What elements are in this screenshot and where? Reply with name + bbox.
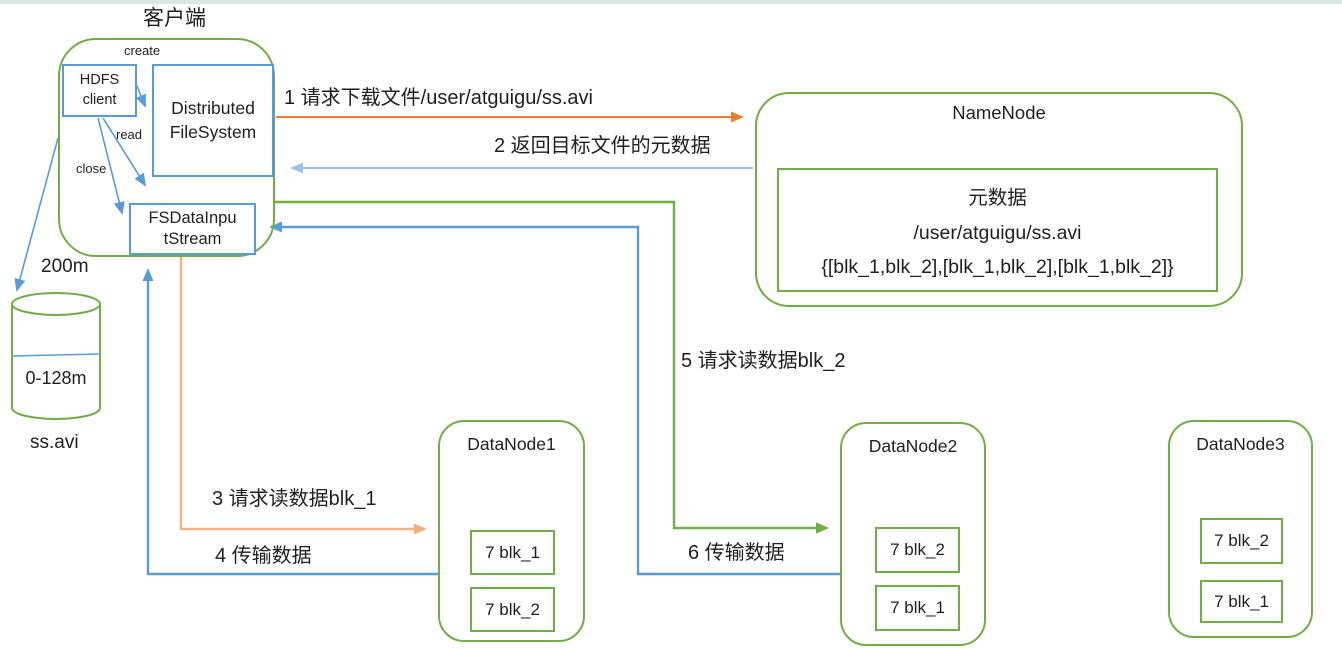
datanode1-title: DataNode1 [467, 434, 556, 454]
datanode1-block-2: 7 blk_2 [470, 587, 555, 632]
file-size-label: 200m [41, 256, 89, 277]
arrow-to-local-file [14, 137, 59, 292]
datanode2-title: DataNode2 [868, 436, 958, 456]
arrow-step5-read-blk2 [275, 200, 829, 534]
metadata-title: 元数据 [968, 187, 1027, 210]
metadata-file-path: /user/atguigu/ss.avi [913, 221, 1082, 244]
arrow-create [135, 85, 147, 108]
top-band [0, 0, 1342, 4]
fs-data-input-stream-box: FSDataInpu tStream [129, 203, 256, 255]
datanode1-container: DataNode1 [438, 420, 585, 642]
step3-label: 3 请求读数据blk_1 [212, 488, 377, 510]
datanode3-title: DataNode3 [1196, 434, 1285, 454]
step2-label: 2 返回目标文件的元数据 [494, 135, 711, 157]
distributed-filesystem-label: Distributed FileSystem [169, 97, 257, 142]
namenode-container: NameNode [755, 92, 1243, 307]
distributed-filesystem-box: Distributed FileSystem [152, 64, 274, 177]
step5-label: 5 请求读数据blk_2 [681, 350, 846, 372]
file-cylinder [11, 292, 101, 420]
read-label: read [116, 127, 143, 142]
datanode3-container: DataNode3 [1168, 420, 1313, 638]
file-name-label: ss.avi [30, 432, 79, 453]
close-label: close [76, 161, 107, 176]
block-range-label: 0-128m [25, 368, 87, 388]
create-label: create [124, 43, 161, 58]
arrow-step4-transfer-data [142, 268, 438, 576]
hdfs-client-box: HDFS client [62, 64, 137, 117]
datanode3-block-1: 7 blk_2 [1200, 518, 1283, 564]
client-container [58, 38, 275, 257]
hdfs-client-label: HDFS client [79, 71, 120, 108]
datanode2-container: DataNode2 [840, 422, 986, 646]
datanode2-block-2: 7 blk_1 [875, 585, 960, 631]
fs-data-input-stream-label: FSDataInpu tStream [148, 209, 237, 248]
arrow-close [97, 117, 125, 215]
datanode1-block-1: 7 blk_1 [470, 530, 555, 575]
step1-label: 1 请求下载文件/user/atguigu/ss.avi [284, 87, 593, 109]
arrow-step6-transfer-data [269, 221, 840, 576]
namenode-title: NameNode [952, 102, 1046, 123]
arrow-read [102, 117, 147, 187]
metadata-block-map: {[blk_1,blk_2],[blk_1,blk_2],[blk_1,blk_… [821, 255, 1174, 278]
step4-label: 4 传输数据 [215, 545, 312, 567]
step6-label: 6 传输数据 [688, 542, 785, 564]
datanode3-block-2: 7 blk_1 [1200, 580, 1283, 623]
arrow-step3-read-blk1 [179, 256, 427, 535]
metadata-box: 元数据 /user/atguigu/ss.avi {[blk_1,blk_2],… [777, 168, 1218, 292]
datanode2-block-1: 7 blk_2 [875, 527, 960, 573]
client-title: 客户端 [143, 7, 206, 30]
